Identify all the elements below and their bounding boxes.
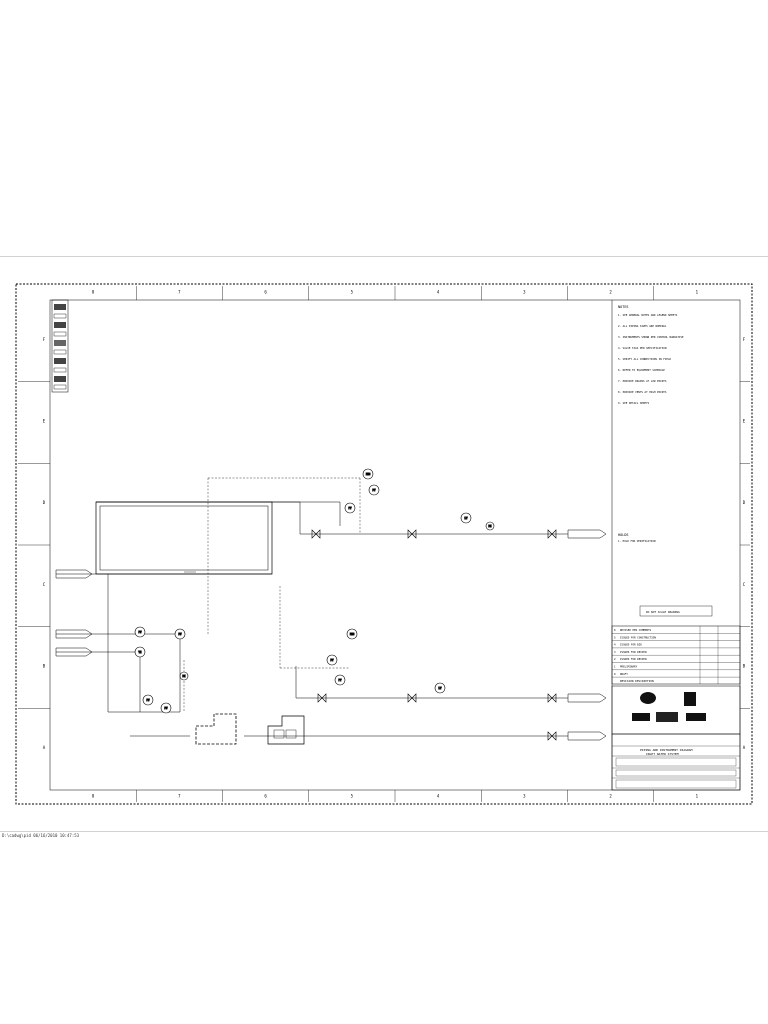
grid-row-label: A: [43, 745, 46, 750]
instrument-tag: FT: [349, 507, 352, 510]
drawing-title-2: INLET WATER SYSTEM: [646, 752, 679, 756]
grid-row-label: E: [743, 419, 746, 424]
grid-column-label: 2: [609, 794, 612, 799]
instrument-tag: FIC: [366, 473, 371, 476]
notes-title: NOTES: [618, 305, 629, 309]
grid-row-label: B: [743, 664, 746, 669]
process-lines: [56, 477, 568, 745]
instrument-tag: FT: [339, 679, 342, 682]
note-item: 9. SEE DETAIL SHEETS: [618, 401, 650, 405]
revision-description: PRELIMINARY: [620, 665, 638, 669]
company-logo-1: [632, 713, 650, 721]
disclaimer-box: [639, 605, 713, 617]
grid-column-label: 5: [351, 290, 354, 295]
instrument-tag: PI: [183, 675, 186, 678]
revision-description: ISSUED FOR REVIEW: [620, 650, 647, 654]
note-item: 7. PROVIDE DRAINS AT LOW POINTS: [618, 379, 667, 383]
note-item: 4. VALVE TAGS PER SPECIFICATION: [618, 346, 667, 350]
grid-row-label: F: [43, 337, 46, 342]
instrument-tag: FV: [139, 631, 142, 634]
grid-row-label: A: [743, 745, 746, 750]
instrument-tag: PV: [165, 707, 168, 710]
grid-column-label: 8: [92, 794, 95, 799]
instrument-tag: LT: [465, 517, 468, 520]
grid-column-label: 3: [523, 794, 526, 799]
revision-header: REVISION DESCRIPTION: [620, 679, 654, 683]
grid-column-label: 1: [696, 794, 699, 799]
valves: [311, 529, 557, 741]
instrument-tag: FV: [147, 699, 150, 702]
logo-block: [611, 685, 741, 735]
grid-row-label: C: [43, 582, 46, 587]
badge-logo-icon: [684, 692, 696, 706]
grid-row-label: D: [43, 500, 46, 505]
grid-column-label: 6: [264, 794, 267, 799]
outlet-arrows: [567, 529, 607, 741]
legend-stack: [51, 299, 69, 393]
revision-number: 1: [614, 665, 616, 669]
grid-column-label: 1: [696, 290, 699, 295]
instrument-tag: PV: [179, 633, 182, 636]
grid-column-label: 4: [437, 794, 440, 799]
grid-column-label: 6: [264, 290, 267, 295]
holds-title: HOLDS: [618, 533, 629, 537]
drawing-frame: [15, 283, 753, 805]
grid-column-label: 4: [437, 290, 440, 295]
revision-number: 0: [614, 672, 616, 676]
drawing-title-1: PIPING AND INSTRUMENT DIAGRAM: [640, 748, 693, 752]
revision-number: 4: [614, 643, 616, 647]
grid-row-label: C: [743, 582, 746, 587]
revision-number: 2: [614, 657, 616, 661]
note-item: 5. VERIFY ALL CONNECTIONS IN FIELD: [618, 357, 672, 361]
holds-item: 1. HOLD FOR VERIFICATION: [618, 539, 656, 543]
note-item: 8. PROVIDE VENTS AT HIGH POINTS: [618, 390, 667, 394]
disclaimer-text: DO NOT SCALE DRAWING: [646, 610, 680, 614]
instrument-tag: PT: [373, 489, 376, 492]
grid-row-label: B: [43, 664, 46, 669]
grid-column-label: 2: [609, 290, 612, 295]
gear-logo-icon: [640, 692, 656, 704]
instrument-tag: FIC: [350, 633, 355, 636]
revision-description: REVISED PER COMMENTS: [620, 628, 652, 632]
company-logo-2: [656, 712, 678, 722]
note-item: 2. ALL PIPING SIZES ARE NOMINAL: [618, 324, 667, 328]
grid-row-label: D: [743, 500, 746, 505]
grid-column-label: 8: [92, 290, 95, 295]
revision-number: 5: [614, 635, 616, 639]
notes-list: 1. SEE GENERAL NOTES AND LEGEND SHEETS 2.…: [618, 313, 684, 405]
grid-column-label: 3: [523, 290, 526, 295]
instrument-tag: TI: [139, 651, 142, 654]
revision-number: 6: [614, 628, 616, 632]
grid-column-label: 5: [351, 794, 354, 799]
instruments: FIC PT FT LT PI FV PV TI FIC PT FT LT PI FV PV: [134, 468, 495, 714]
revision-block: 6 REVISED PER COMMENTS 5 ISSUED FOR CONSTRU…: [611, 625, 741, 685]
instrument-tag: PT: [331, 659, 334, 662]
revision-description: ISSUED FOR REVIEW: [620, 657, 647, 661]
revision-description: ISSUED FOR BID: [620, 643, 642, 647]
grid-row-label: E: [43, 419, 46, 424]
instrument-tag: LT: [439, 687, 442, 690]
revision-number: 3: [614, 650, 616, 654]
grid-column-label: 7: [178, 290, 181, 295]
note-item: 6. REFER TO EQUIPMENT SCHEDULE: [618, 368, 665, 372]
title-area: PIPING AND INSTRUMENT DIAGRAM INLET WATE…: [611, 733, 741, 791]
revision-description: ISSUED FOR CONSTRUCTION: [620, 635, 656, 639]
company-logo-3: [686, 713, 706, 721]
grid-column-label: 7: [178, 794, 181, 799]
note-item: 3. INSTRUMENTS SHOWN PER CONTROL NARRATI…: [618, 335, 684, 339]
grid-row-label: F: [743, 337, 746, 342]
revision-description: DRAFT: [620, 672, 628, 676]
instrument-tag: PI: [489, 525, 492, 528]
note-item: 1. SEE GENERAL NOTES AND LEGEND SHEETS: [618, 313, 678, 317]
inlet-arrows: [55, 569, 93, 657]
plot-stamp: D:\cadwg\pid 06/16/2010 10:47:53: [2, 833, 80, 838]
